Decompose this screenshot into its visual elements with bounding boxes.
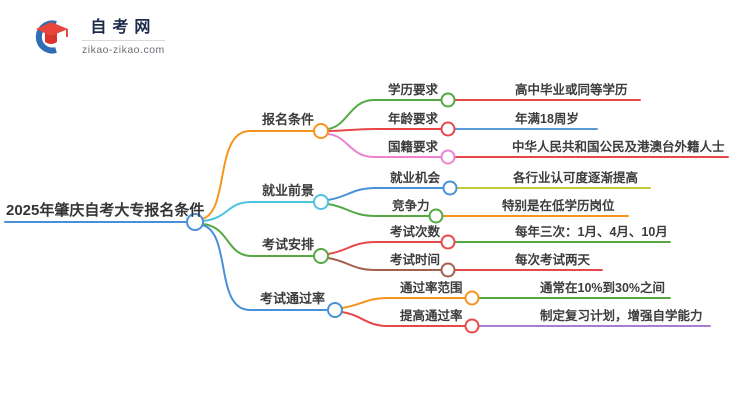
- node-line-education-requirement: [327, 99, 442, 130]
- branch-label-employment-prospects[interactable]: 就业前景: [262, 183, 315, 198]
- root-node-handle[interactable]: [186, 213, 204, 231]
- leaf-label-education-requirement[interactable]: 高中毕业或同等学历: [515, 83, 628, 97]
- leaf-label-age-requirement[interactable]: 年满18周岁: [515, 112, 579, 126]
- node-line-exam-duration: [327, 257, 442, 271]
- branch-label-exam-pass-rate[interactable]: 考试通过率: [260, 291, 326, 306]
- graduation-cap-icon: [35, 20, 68, 54]
- handle-employment-prospects[interactable]: [313, 194, 329, 210]
- node-label-job-opportunities[interactable]: 就业机会: [390, 171, 441, 185]
- leaf-label-competitiveness[interactable]: 特别是在低学历岗位: [502, 199, 615, 213]
- branch-line-exam-schedule: [202, 223, 315, 257]
- branch-label-registration-conditions[interactable]: 报名条件: [262, 112, 315, 127]
- root-node-label[interactable]: 2025年肇庆自考大专报名条件: [6, 202, 205, 219]
- node-label-nationality-requirement[interactable]: 国籍要求: [388, 140, 439, 154]
- logo-text-block: 自考网 zikao-zikao.com: [82, 13, 165, 56]
- site-domain: zikao-zikao.com: [82, 43, 165, 56]
- handle-education-requirement[interactable]: [440, 92, 456, 108]
- node-line-competitiveness: [327, 203, 430, 217]
- handle-competitiveness[interactable]: [428, 208, 444, 224]
- handle-exam-frequency[interactable]: [440, 234, 456, 250]
- leaf-label-job-opportunities[interactable]: 各行业认可度逐渐提高: [513, 171, 639, 185]
- node-line-improve-pass-rate: [341, 311, 466, 327]
- site-name: 自考网: [82, 13, 165, 41]
- node-line-age-requirement: [327, 128, 442, 132]
- handle-exam-pass-rate[interactable]: [327, 302, 343, 318]
- leaf-label-improve-pass-rate[interactable]: 制定复习计划，增强自学能力: [540, 309, 703, 323]
- handle-job-opportunities[interactable]: [442, 180, 458, 196]
- handle-exam-schedule[interactable]: [313, 248, 329, 264]
- branch-line-exam-pass-rate: [201, 224, 329, 311]
- node-label-exam-duration[interactable]: 考试时间: [390, 253, 441, 267]
- node-label-education-requirement[interactable]: 学历要求: [388, 83, 439, 97]
- handle-nationality-requirement[interactable]: [440, 149, 456, 165]
- node-label-exam-frequency[interactable]: 考试次数: [390, 225, 441, 239]
- handle-registration-conditions[interactable]: [313, 123, 329, 139]
- leaf-label-exam-duration[interactable]: 每次考试两天: [515, 253, 591, 267]
- site-logo[interactable]: 自考网 zikao-zikao.com: [28, 12, 165, 56]
- leaf-label-nationality-requirement[interactable]: 中华人民共和国公民及港澳台外籍人士: [512, 140, 725, 154]
- handle-improve-pass-rate[interactable]: [464, 318, 480, 334]
- node-label-pass-rate-range[interactable]: 通过率范围: [400, 281, 463, 295]
- branch-line-employment-prospects: [202, 201, 315, 222]
- branch-line-registration-conditions: [201, 130, 315, 220]
- node-label-competitiveness[interactable]: 竞争力: [392, 199, 430, 213]
- leaf-label-exam-frequency[interactable]: 每年三次：1月、4月、10月: [515, 225, 668, 239]
- node-label-improve-pass-rate[interactable]: 提高通过率: [400, 309, 463, 323]
- node-line-pass-rate-range: [341, 297, 466, 309]
- node-line-job-opportunities: [327, 187, 444, 201]
- node-line-exam-frequency: [327, 241, 442, 255]
- node-line-nationality-requirement: [327, 133, 442, 158]
- leaf-label-pass-rate-range[interactable]: 通常在10%到30%之间: [540, 281, 666, 295]
- handle-age-requirement[interactable]: [440, 121, 456, 137]
- handle-pass-rate-range[interactable]: [464, 290, 480, 306]
- node-label-age-requirement[interactable]: 年龄要求: [388, 112, 439, 126]
- logo-cap-board: [36, 22, 68, 36]
- branch-label-exam-schedule[interactable]: 考试安排: [262, 237, 315, 252]
- handle-exam-duration[interactable]: [440, 262, 456, 278]
